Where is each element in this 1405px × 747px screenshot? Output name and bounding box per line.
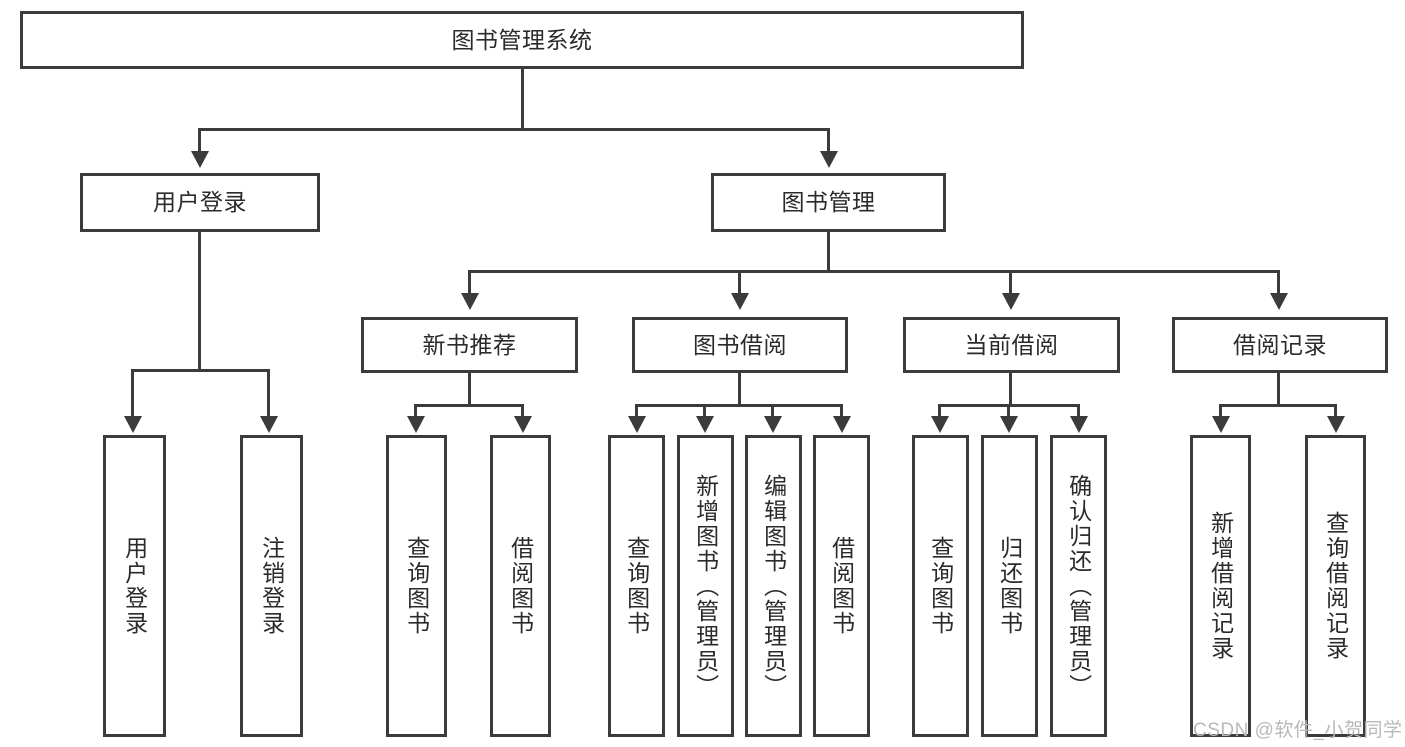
- node-current-borrow[interactable]: 当前借阅: [903, 317, 1120, 373]
- arrowhead-book-manage-to-new-book: [461, 293, 479, 310]
- arrowhead-book-manage-to-book-borrow: [731, 293, 749, 310]
- edge-user-login-to-leaf-2: [267, 369, 270, 418]
- csdn-watermark: CSDN @软件_小贺同学: [1193, 720, 1403, 741]
- edge-book-manage-to-new-book: [468, 270, 471, 295]
- arrowhead-book-borrow-to-leaf-1: [628, 416, 646, 433]
- node-label: 图书管理系统: [451, 26, 593, 53]
- edge-root-to-book-manage: [827, 128, 830, 153]
- edge-book-borrow-stem: [738, 373, 741, 407]
- node-label: 当前借阅: [964, 331, 1059, 358]
- node-leaf-confirm-return-admin[interactable]: 确认归还（管理员）: [1050, 435, 1107, 737]
- edge-current-borrow-to-leaf-2: [1007, 404, 1010, 418]
- node-leaf-edit-book-admin[interactable]: 编辑图书（管理员）: [745, 435, 802, 737]
- node-leaf-query-book-recommend[interactable]: 查询图书: [386, 435, 447, 737]
- edge-new-book-bus: [414, 404, 524, 407]
- edge-new-book-to-leaf-2: [521, 404, 524, 418]
- edge-book-manage-stem: [827, 232, 830, 272]
- node-label: 新增借阅记录: [1207, 511, 1234, 661]
- edge-borrow-record-to-leaf-1: [1219, 404, 1222, 418]
- node-label: 图书借阅: [693, 331, 787, 358]
- edge-book-manage-to-borrow-record: [1277, 270, 1280, 295]
- arrowhead-current-borrow-to-leaf-2: [1000, 416, 1018, 433]
- edge-book-manage-bus: [468, 270, 1280, 273]
- edge-book-borrow-to-leaf-3: [771, 404, 774, 418]
- node-leaf-borrow-book-recommend[interactable]: 借阅图书: [490, 435, 551, 737]
- node-leaf-return-book[interactable]: 归还图书: [981, 435, 1038, 737]
- arrowhead-book-borrow-to-leaf-3: [764, 416, 782, 433]
- edge-root-stem: [521, 69, 524, 129]
- node-leaf-query-borrow-record[interactable]: 查询借阅记录: [1305, 435, 1366, 737]
- edge-current-borrow-stem: [1009, 373, 1012, 407]
- edge-book-borrow-to-leaf-4: [840, 404, 843, 418]
- arrowhead-new-book-to-leaf-1: [407, 416, 425, 433]
- node-leaf-add-book-admin[interactable]: 新增图书（管理员）: [677, 435, 734, 737]
- node-label: 归还图书: [996, 536, 1023, 636]
- node-leaf-query-book-borrow[interactable]: 查询图书: [608, 435, 665, 737]
- node-label: 用户登录: [121, 536, 148, 636]
- node-leaf-user-login[interactable]: 用户登录: [103, 435, 166, 737]
- node-label: 查询借阅记录: [1322, 511, 1349, 661]
- node-label: 新书推荐: [422, 331, 517, 358]
- arrowhead-user-login-to-leaf-2: [260, 416, 278, 433]
- node-leaf-add-borrow-record[interactable]: 新增借阅记录: [1190, 435, 1251, 737]
- arrowhead-current-borrow-to-leaf-3: [1070, 416, 1088, 433]
- arrowhead-current-borrow-to-leaf-1: [931, 416, 949, 433]
- node-leaf-query-book-current[interactable]: 查询图书: [912, 435, 969, 737]
- node-label: 确认归还（管理员）: [1065, 473, 1092, 699]
- edge-borrow-record-bus: [1219, 404, 1337, 407]
- arrowhead-book-manage-to-borrow-record: [1270, 293, 1288, 310]
- edge-user-login-bus: [131, 369, 270, 372]
- arrowhead-user-login-to-leaf-1: [124, 416, 142, 433]
- edge-book-borrow-to-leaf-2: [703, 404, 706, 418]
- node-label: 新增图书（管理员）: [692, 473, 719, 699]
- node-new-book-recommend[interactable]: 新书推荐: [361, 317, 578, 373]
- edge-book-borrow-to-leaf-1: [635, 404, 638, 418]
- node-leaf-logout-login[interactable]: 注销登录: [240, 435, 303, 737]
- node-label: 借阅图书: [507, 536, 534, 636]
- node-label: 查询图书: [403, 536, 430, 636]
- edge-book-manage-to-current-borrow: [1009, 270, 1012, 295]
- node-label: 图书管理: [781, 189, 876, 216]
- arrowhead-root-to-book-manage: [820, 151, 838, 168]
- node-leaf-borrow-book[interactable]: 借阅图书: [813, 435, 870, 737]
- arrowhead-book-borrow-to-leaf-4: [833, 416, 851, 433]
- edge-current-borrow-to-leaf-1: [938, 404, 941, 418]
- edge-root-bus: [198, 128, 830, 131]
- node-label: 查询图书: [623, 536, 650, 636]
- edge-root-to-user-login: [198, 128, 201, 153]
- edge-current-borrow-to-leaf-3: [1077, 404, 1080, 418]
- edge-user-login-stem: [198, 232, 201, 371]
- arrowhead-book-manage-to-current-borrow: [1002, 293, 1020, 310]
- edge-borrow-record-stem: [1277, 373, 1280, 407]
- node-label: 借阅记录: [1233, 331, 1327, 358]
- arrowhead-borrow-record-to-leaf-1: [1212, 416, 1230, 433]
- arrowhead-borrow-record-to-leaf-2: [1327, 416, 1345, 433]
- arrowhead-root-to-user-login: [191, 151, 209, 168]
- node-borrow-record[interactable]: 借阅记录: [1172, 317, 1388, 373]
- node-label: 查询图书: [927, 536, 954, 636]
- arrowhead-new-book-to-leaf-2: [514, 416, 532, 433]
- edge-new-book-to-leaf-1: [414, 404, 417, 418]
- edge-new-book-stem: [468, 373, 471, 407]
- node-book-management[interactable]: 图书管理: [711, 173, 946, 232]
- edge-borrow-record-to-leaf-2: [1334, 404, 1337, 418]
- edge-user-login-to-leaf-1: [131, 369, 134, 418]
- edge-book-borrow-bus: [635, 404, 843, 407]
- arrowhead-book-borrow-to-leaf-2: [696, 416, 714, 433]
- node-user-login[interactable]: 用户登录: [80, 173, 320, 232]
- node-label: 借阅图书: [828, 536, 855, 636]
- node-label: 编辑图书（管理员）: [760, 473, 787, 699]
- node-label: 用户登录: [153, 189, 247, 216]
- node-root-book-management-system[interactable]: 图书管理系统: [20, 11, 1024, 69]
- node-label: 注销登录: [258, 536, 285, 636]
- node-book-borrow[interactable]: 图书借阅: [632, 317, 848, 373]
- edge-book-manage-to-book-borrow: [738, 270, 741, 295]
